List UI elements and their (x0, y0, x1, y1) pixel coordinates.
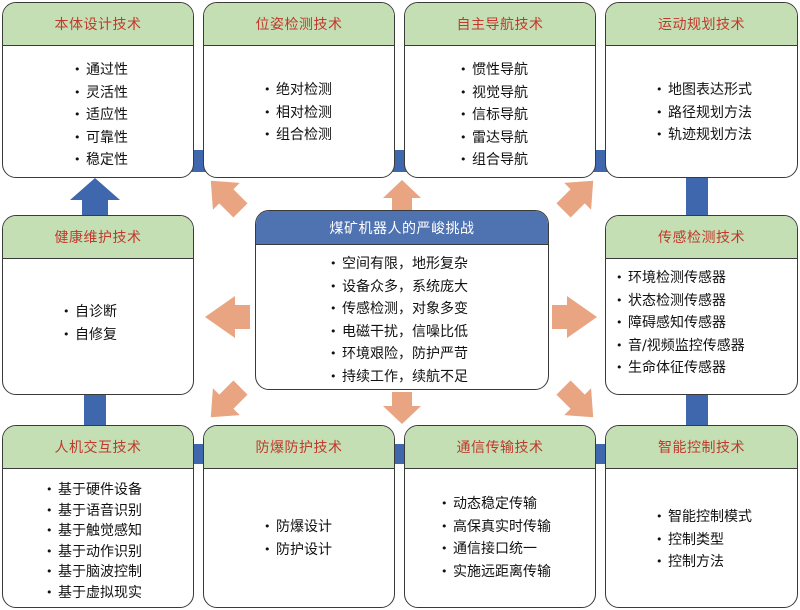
box-title: 人机交互技术 (3, 426, 193, 469)
box-item: 适应性 (74, 104, 128, 127)
center-item: 空间有限，地形复杂 (330, 253, 468, 276)
center-items: 空间有限，地形复杂 设备众多，系统庞大 传感检测，对象多变 电磁干扰，信噪比低 … (330, 253, 468, 388)
box-title: 防爆防护技术 (204, 426, 394, 469)
box-item: 环境检测传感器 (616, 267, 745, 290)
box-item: 生命体征传感器 (616, 357, 745, 380)
center-item: 设备众多，系统庞大 (330, 276, 468, 299)
box-item: 防护设计 (264, 539, 332, 562)
arrow-down-right (556, 380, 594, 418)
connector-right-lower-vertical (686, 395, 708, 425)
box-communication-transmission: 通信传输技术 动态稳定传输 高保真实时传输 通信接口统一 实施远距离传输 (404, 425, 596, 608)
connector-right-vertical (686, 170, 708, 220)
box-title: 传感检测技术 (606, 216, 797, 259)
box-item: 雷达导航 (460, 127, 528, 150)
box-item: 控制类型 (656, 529, 752, 552)
box-title: 智能控制技术 (606, 426, 797, 469)
box-items: 惯性导航 视觉导航 信标导航 雷达导航 组合导航 (460, 59, 528, 172)
center-item: 环境艰险，防护严苛 (330, 343, 468, 366)
arrow-up-left (210, 180, 248, 218)
center-item: 持续工作，续航不足 (330, 366, 468, 389)
connector-left-vertical (84, 395, 106, 425)
box-item: 实施远距离传输 (441, 561, 551, 584)
box-item: 灵活性 (74, 82, 128, 105)
box-item: 惯性导航 (460, 59, 528, 82)
box-items: 动态稳定传输 高保真实时传输 通信接口统一 实施远距离传输 (441, 493, 551, 583)
arrow-up (383, 180, 421, 212)
box-health-maintenance: 健康维护技术 自诊断 自修复 (2, 215, 194, 395)
box-item: 智能控制模式 (656, 506, 752, 529)
box-item: 轨迹规划方法 (656, 124, 752, 147)
box-explosion-protection: 防爆防护技术 防爆设计 防护设计 (203, 425, 395, 608)
box-autonomous-navigation: 自主导航技术 惯性导航 视觉导航 信标导航 雷达导航 组合导航 (404, 2, 596, 178)
box-item: 自修复 (63, 324, 117, 347)
box-item: 路径规划方法 (656, 102, 752, 125)
center-item: 电磁干扰，信噪比低 (330, 321, 468, 344)
box-pose-detection: 位姿检测技术 绝对检测 相对检测 组合检测 (203, 2, 395, 178)
box-items: 防爆设计 防护设计 (264, 516, 332, 561)
box-items: 智能控制模式 控制类型 控制方法 (656, 506, 752, 574)
center-challenge-box: 煤矿机器人的严峻挑战 空间有限，地形复杂 设备众多，系统庞大 传感检测，对象多变… (255, 210, 549, 390)
box-item: 相对检测 (264, 102, 332, 125)
box-items: 基于硬件设备 基于语音识别 基于触觉感知 基于动作识别 基于脑波控制 基于虚拟现… (46, 480, 142, 603)
center-title: 煤矿机器人的严峻挑战 (256, 211, 548, 245)
box-item: 组合导航 (460, 149, 528, 172)
box-items: 通过性 灵活性 适应性 可靠性 稳定性 (74, 59, 128, 172)
box-item: 信标导航 (460, 104, 528, 127)
box-title: 本体设计技术 (3, 3, 193, 46)
box-item: 状态检测传感器 (616, 290, 745, 313)
box-title: 运动规划技术 (606, 3, 797, 46)
box-item: 绝对检测 (264, 79, 332, 102)
box-item: 音/视频监控传感器 (616, 335, 745, 358)
box-human-machine-interaction: 人机交互技术 基于硬件设备 基于语音识别 基于触觉感知 基于动作识别 基于脑波控… (2, 425, 194, 608)
box-item: 高保真实时传输 (441, 516, 551, 539)
box-title: 位姿检测技术 (204, 3, 394, 46)
box-item: 通信接口统一 (441, 538, 551, 561)
box-items: 自诊断 自修复 (63, 301, 117, 346)
box-item: 障碍感知传感器 (616, 312, 745, 335)
box-item: 自诊断 (63, 301, 117, 324)
arrow-down-left (210, 380, 248, 418)
box-item: 地图表达形式 (656, 79, 752, 102)
box-item: 稳定性 (74, 149, 128, 172)
arrow-down (383, 392, 421, 424)
box-item: 视觉导航 (460, 82, 528, 105)
box-item: 基于触觉感知 (46, 521, 142, 542)
box-item: 动态稳定传输 (441, 493, 551, 516)
box-sensing-detection: 传感检测技术 环境检测传感器 状态检测传感器 障碍感知传感器 音/视频监控传感器… (605, 215, 798, 395)
box-item: 防爆设计 (264, 516, 332, 539)
box-item: 控制方法 (656, 551, 752, 574)
box-item: 基于语音识别 (46, 501, 142, 522)
box-title: 通信传输技术 (405, 426, 595, 469)
box-items: 环境检测传感器 状态检测传感器 障碍感知传感器 音/视频监控传感器 生命体征传感… (616, 267, 745, 380)
box-motion-planning: 运动规划技术 地图表达形式 路径规划方法 轨迹规划方法 (605, 2, 798, 178)
box-item: 通过性 (74, 59, 128, 82)
box-title: 健康维护技术 (3, 216, 193, 259)
arrow-right (552, 296, 597, 338)
blue-up-arrow (70, 178, 120, 215)
center-item: 传感检测，对象多变 (330, 298, 468, 321)
box-item: 基于硬件设备 (46, 480, 142, 501)
box-item: 基于动作识别 (46, 542, 142, 563)
box-title: 自主导航技术 (405, 3, 595, 46)
box-item: 可靠性 (74, 127, 128, 150)
box-item: 基于脑波控制 (46, 562, 142, 583)
box-item: 基于虚拟现实 (46, 583, 142, 604)
arrow-up-right (556, 180, 594, 218)
box-items: 地图表达形式 路径规划方法 轨迹规划方法 (656, 79, 752, 147)
arrow-left (205, 296, 250, 338)
box-item: 组合检测 (264, 124, 332, 147)
box-body-design: 本体设计技术 通过性 灵活性 适应性 可靠性 稳定性 (2, 2, 194, 178)
box-intelligent-control: 智能控制技术 智能控制模式 控制类型 控制方法 (605, 425, 798, 608)
box-items: 绝对检测 相对检测 组合检测 (264, 79, 332, 147)
